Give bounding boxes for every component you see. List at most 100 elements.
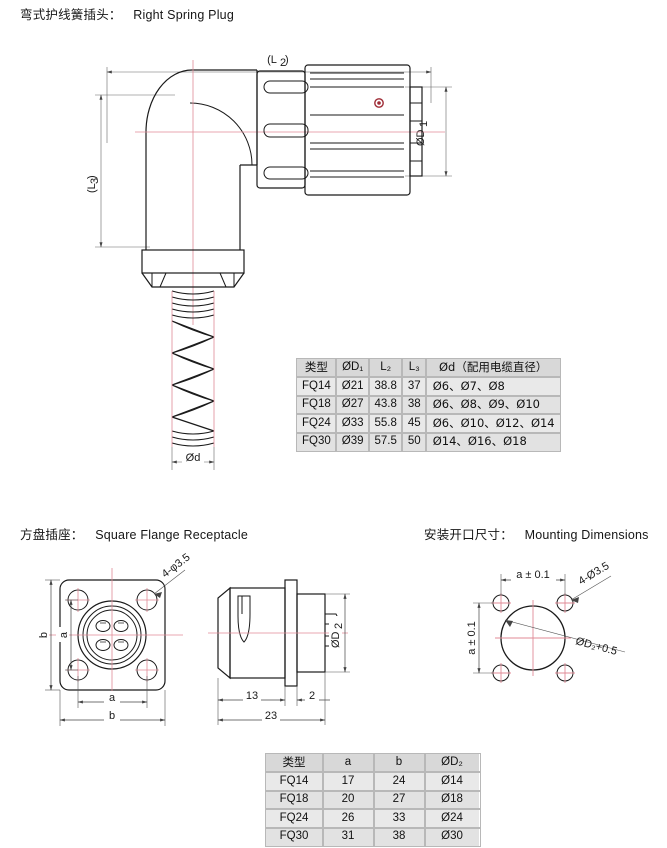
strain-relief-spring bbox=[171, 290, 215, 447]
svg-text:2: 2 bbox=[280, 57, 286, 69]
table-row: FQ24 26 33 Ø24 bbox=[264, 808, 481, 829]
cell-l3: 50 bbox=[401, 431, 428, 453]
cell-l2: 43.8 bbox=[368, 394, 404, 416]
plug-spec-table: 类型 ØD₁ L₂ L₃ Ød（配用电缆直径） FQ14 Ø21 38.8 37… bbox=[295, 357, 562, 453]
elbow-body bbox=[145, 69, 258, 250]
cell-d2: Ø18 bbox=[423, 789, 481, 811]
bore-callout-label: ØD₂+0.5 bbox=[574, 635, 618, 658]
cell-d1: Ø21 bbox=[335, 376, 371, 397]
mounting-section-title: 安装开口尺寸： Mounting Dimensions bbox=[424, 524, 649, 543]
dimension-a-horizontal: a bbox=[77, 676, 148, 708]
cell-l3: 45 bbox=[401, 413, 428, 434]
col-header-type: 类型 bbox=[295, 357, 338, 378]
cell-d2: Ø24 bbox=[423, 808, 481, 829]
col-header-type: 类型 bbox=[264, 752, 324, 773]
dimension-a-tolerance-horizontal: a ± 0.1 bbox=[500, 568, 566, 595]
cell-b: 38 bbox=[372, 826, 426, 848]
dimension-a-vertical: a bbox=[56, 599, 78, 671]
dimension-diameter-d2: ØD 2 bbox=[325, 593, 350, 673]
cell-type: FQ30 bbox=[264, 826, 324, 848]
mounting-title-cn: 安装开口尺寸： bbox=[424, 527, 513, 542]
table-row: FQ30 Ø39 57.5 50 Ø14、Ø16、Ø18 bbox=[295, 431, 562, 453]
cell-d2: Ø30 bbox=[423, 826, 481, 848]
right-spring-plug-drawing: .ln { stroke:#1a1a1a; stroke-width:1; fi… bbox=[83, 51, 452, 470]
plug-centerlines bbox=[135, 60, 445, 325]
receptacle-spec-table: 类型 a b ØD₂ FQ14 17 24 Ø14 FQ18 20 27 Ø18… bbox=[264, 752, 481, 848]
square-flange-front-view: .rln { stroke:#1a1a1a; stroke-width:1.2;… bbox=[36, 551, 193, 726]
cell-a: 31 bbox=[321, 826, 375, 848]
table-row: FQ30 31 38 Ø30 bbox=[264, 826, 481, 848]
col-header-cable: Ød（配用电缆直径） bbox=[425, 357, 562, 378]
svg-text:a ± 0.1: a ± 0.1 bbox=[516, 569, 550, 581]
col-header-a: a bbox=[321, 752, 375, 773]
dimension-diameter-d1: ØD 1 bbox=[405, 86, 452, 177]
mounting-title-en: Mounting Dimensions bbox=[524, 528, 649, 542]
cell-l3: 38 bbox=[401, 394, 428, 416]
svg-text:2: 2 bbox=[309, 690, 315, 702]
cell-l2: 38.8 bbox=[368, 376, 404, 397]
cell-cable: Ø14、Ø16、Ø18 bbox=[425, 431, 562, 453]
svg-text:b: b bbox=[109, 710, 115, 722]
svg-text:): ) bbox=[86, 175, 98, 179]
contact-pins bbox=[95, 620, 129, 651]
table-header-row: 类型 ØD₁ L₂ L₃ Ød（配用电缆直径） bbox=[295, 357, 562, 378]
dimension-2: 2 bbox=[296, 686, 330, 706]
hex-nut bbox=[141, 249, 245, 288]
table-row: FQ18 20 27 Ø18 bbox=[264, 789, 481, 811]
mounting-hole-callout-label: 4-Ø3.5 bbox=[576, 560, 611, 588]
cell-l2: 57.5 bbox=[368, 431, 404, 453]
svg-text:Ød: Ød bbox=[186, 452, 201, 464]
cell-b: 27 bbox=[372, 789, 426, 811]
plug-section-title: 弯式护线簧插头： Right Spring Plug bbox=[20, 4, 234, 23]
cell-l3: 37 bbox=[401, 376, 428, 397]
table-row: FQ24 Ø33 55.8 45 Ø6、Ø10、Ø12、Ø14 bbox=[295, 413, 562, 434]
dimension-b-horizontal: b bbox=[59, 690, 166, 726]
hole-callout: 4-φ3.5 bbox=[153, 551, 193, 598]
svg-text:): ) bbox=[285, 54, 289, 66]
cell-a: 20 bbox=[321, 789, 375, 811]
cell-d1: Ø33 bbox=[335, 413, 371, 434]
svg-text:a: a bbox=[58, 631, 70, 638]
square-flange-side-view: .sln { stroke:#1a1a1a; stroke-width:1.2;… bbox=[208, 579, 350, 725]
table-row: FQ14 17 24 Ø14 bbox=[264, 771, 481, 792]
receptacle-title-cn: 方盘插座： bbox=[20, 527, 84, 542]
svg-text:ØD: ØD bbox=[415, 129, 427, 146]
cell-d1: Ø39 bbox=[335, 431, 371, 453]
plug-end-cap bbox=[409, 86, 423, 177]
cell-type: FQ18 bbox=[295, 394, 338, 416]
cell-d1: Ø27 bbox=[335, 394, 371, 416]
dimension-diameter-d: Ød bbox=[171, 447, 215, 470]
col-header-b: b bbox=[372, 752, 426, 773]
cell-type: FQ24 bbox=[264, 808, 324, 829]
mounting-dimensions-drawing: .mln { stroke:#1a1a1a; stroke-width:1.3;… bbox=[464, 560, 626, 683]
cell-cable: Ø6、Ø7、Ø8 bbox=[425, 376, 562, 397]
table-row: FQ14 Ø21 38.8 37 Ø6、Ø7、Ø8 bbox=[295, 376, 562, 397]
mounting-centerlines bbox=[495, 600, 571, 676]
svg-text:a ± 0.1: a ± 0.1 bbox=[466, 621, 478, 655]
svg-text:1: 1 bbox=[418, 121, 430, 127]
dimension-23: 23 bbox=[217, 672, 326, 725]
svg-text:a: a bbox=[109, 692, 116, 704]
coupling-ring bbox=[256, 70, 309, 189]
receptacle-section-title: 方盘插座： Square Flange Receptacle bbox=[20, 524, 248, 543]
col-header-l3: L₃ bbox=[401, 357, 428, 378]
dimension-a-tolerance-vertical: a ± 0.1 bbox=[464, 602, 493, 674]
receptacle-title-en: Square Flange Receptacle bbox=[95, 528, 249, 542]
cell-type: FQ14 bbox=[295, 376, 338, 397]
cell-b: 24 bbox=[372, 771, 426, 792]
mounting-hole-callout: 4-Ø3.5 bbox=[570, 560, 611, 603]
svg-text:2: 2 bbox=[333, 623, 345, 629]
col-header-d2: ØD₂ bbox=[423, 752, 481, 773]
svg-text:23: 23 bbox=[265, 710, 277, 722]
plug-title-en: Right Spring Plug bbox=[133, 8, 234, 22]
table-row: FQ18 Ø27 43.8 38 Ø6、Ø8、Ø9、Ø10 bbox=[295, 394, 562, 416]
cell-l2: 55.8 bbox=[368, 413, 404, 434]
plug-title-cn: 弯式护线簧插头： bbox=[20, 7, 122, 22]
svg-text:b: b bbox=[38, 632, 50, 638]
plug-barrel bbox=[304, 64, 411, 196]
cell-a: 17 bbox=[321, 771, 375, 792]
dimension-b-vertical: b bbox=[36, 579, 60, 691]
col-header-d1: ØD₁ bbox=[335, 357, 371, 378]
svg-text:ØD: ØD bbox=[330, 631, 342, 648]
svg-text:(L: (L bbox=[86, 183, 98, 193]
